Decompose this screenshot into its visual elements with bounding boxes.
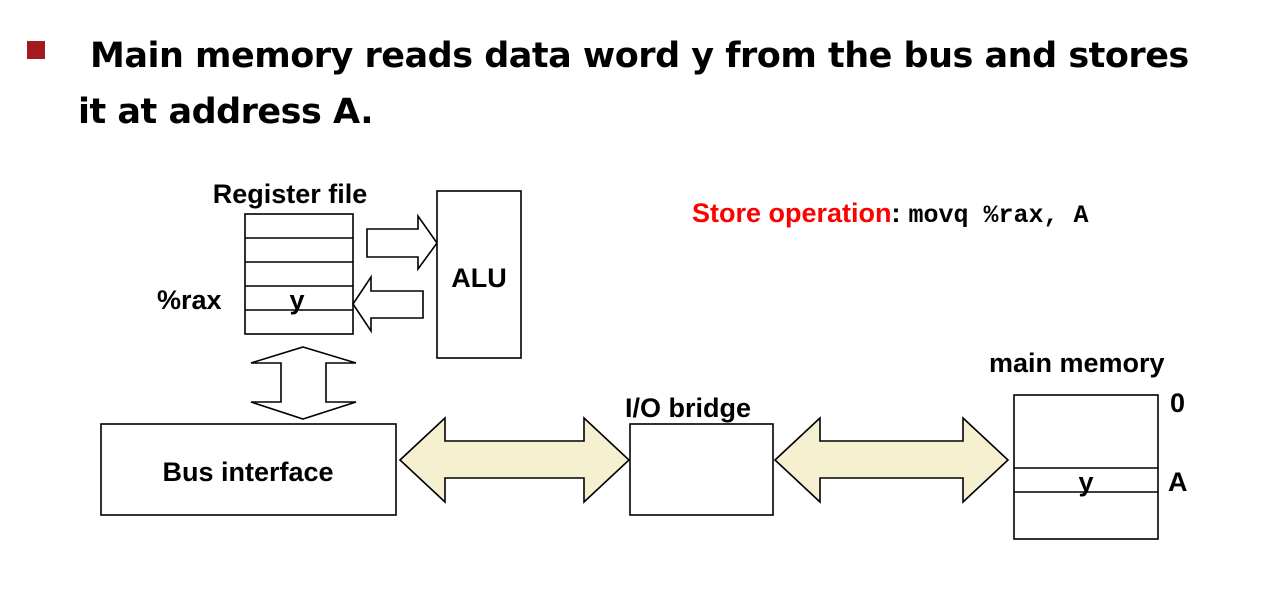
main-memory-box [1013, 394, 1159, 540]
io-bridge-box [629, 423, 774, 516]
store-operation-separator: : [892, 198, 901, 228]
register-file [244, 213, 354, 335]
headline-line-1: Main memory reads data word y from the b… [90, 36, 1189, 76]
store-operation-caption: Store operation: movq %rax, A [692, 198, 1089, 230]
store-instruction: movq %rax, A [909, 201, 1089, 230]
bus-interface-box [100, 423, 397, 516]
register-value: y [289, 285, 304, 315]
alu-label: ALU [451, 263, 507, 293]
memory-value: y [1078, 467, 1093, 497]
bullet-square [27, 41, 45, 59]
address-zero-label: 0 [1170, 388, 1185, 418]
headline-line-2: it at address A. [78, 92, 374, 132]
system-bus-arrow [398, 416, 631, 504]
bus-interface-label: Bus interface [162, 457, 333, 487]
memory-bus-arrow [773, 416, 1010, 504]
register-file-label: Register file [213, 179, 368, 209]
store-operation-label: Store operation [692, 198, 892, 228]
main-memory-label: main memory [989, 348, 1165, 378]
register-to-alu-arrow [366, 213, 438, 272]
headline: Main memory reads data word y from the b… [78, 28, 1258, 140]
io-bridge-label: I/O bridge [625, 393, 751, 423]
alu-box [436, 190, 522, 359]
alu-to-register-arrow [352, 274, 424, 334]
register-bus-double-arrow [250, 346, 357, 420]
register-file-box [244, 213, 354, 335]
address-a-label: A [1168, 467, 1188, 497]
register-name-rax: %rax [157, 285, 222, 315]
